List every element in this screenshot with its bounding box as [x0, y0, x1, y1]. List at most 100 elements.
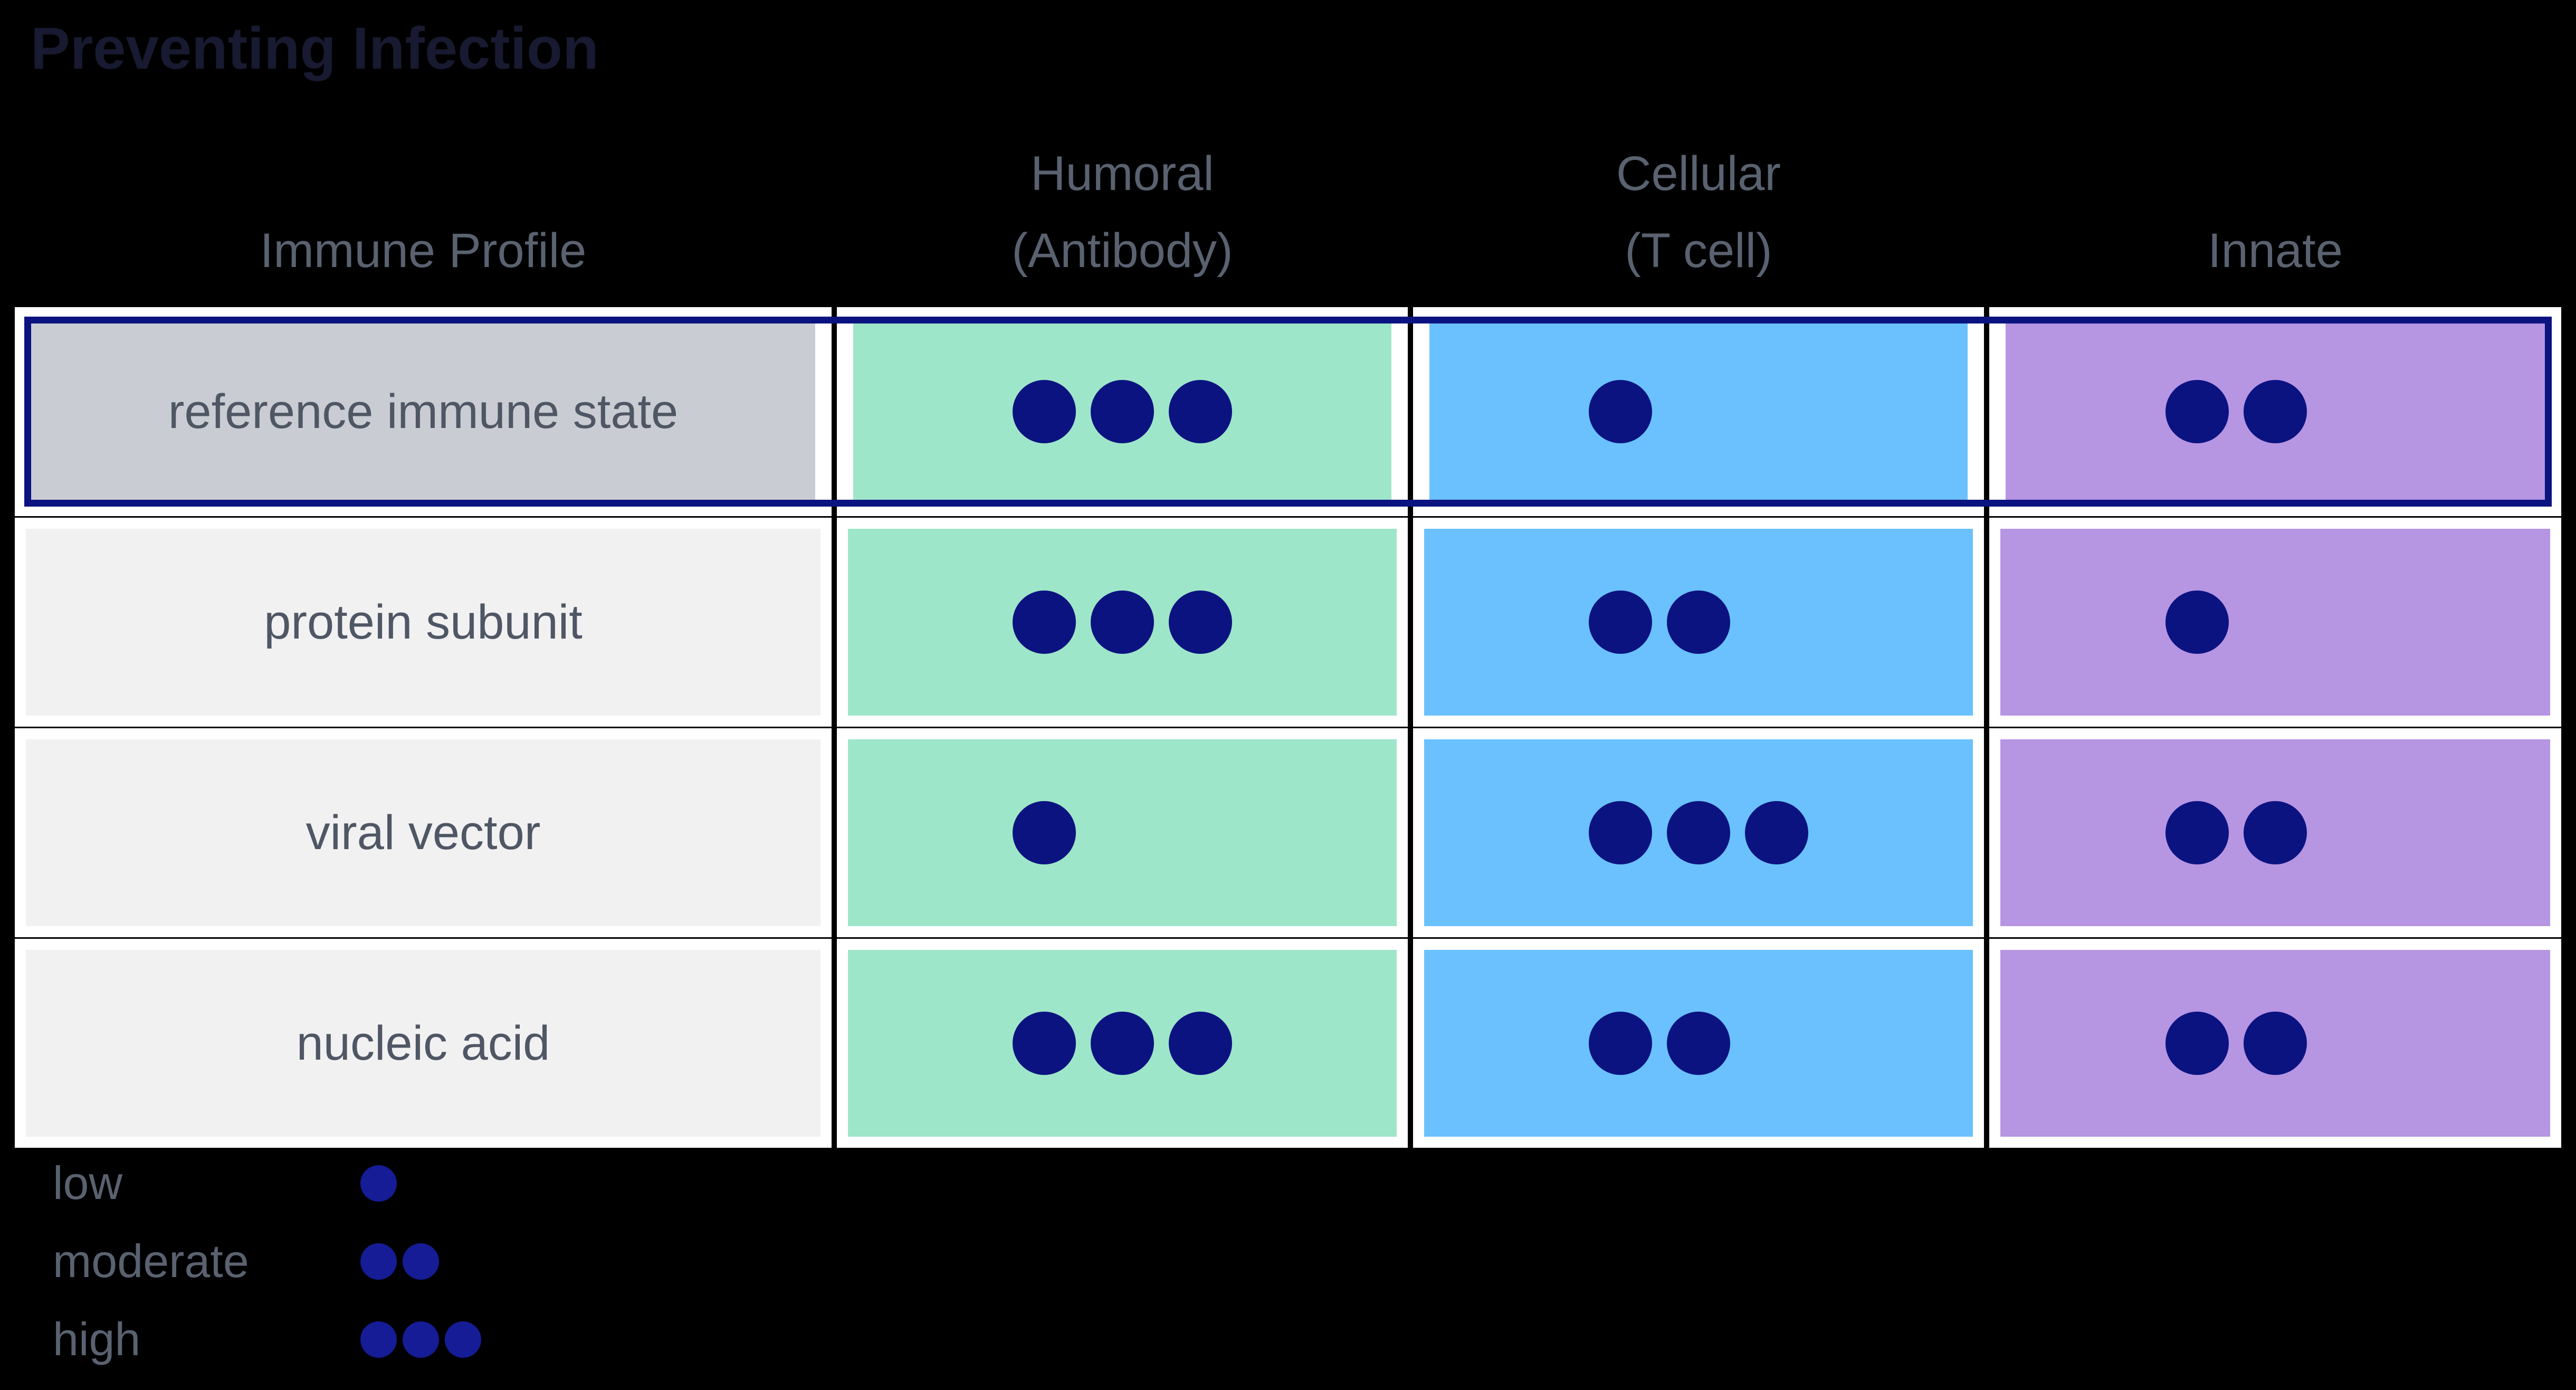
dot-cell-fill	[848, 950, 1397, 1137]
row-label: viral vector	[306, 805, 541, 860]
rating-dots	[1589, 591, 1808, 654]
column-header-text: Humoral	[1031, 147, 1214, 201]
legend-dot	[360, 1321, 397, 1358]
rating-dot	[1169, 380, 1232, 443]
rating-dot	[1013, 591, 1076, 654]
dot-cell-innate	[1989, 307, 2561, 516]
rating-dots	[1013, 1012, 1232, 1075]
dot-cell-fill	[2006, 323, 2545, 500]
column-header-subtext: (Antibody)	[1012, 224, 1233, 278]
immune-profile-table: reference immune state protein subunit vir…	[15, 307, 2561, 1148]
rating-dots	[1589, 380, 1808, 443]
legend-label: moderate	[53, 1235, 249, 1287]
column-header-text: Innate	[2208, 224, 2343, 278]
rating-dot	[1013, 1012, 1076, 1075]
dot-cell-humoral	[837, 728, 1408, 937]
dot-cell-fill	[1429, 323, 1968, 500]
rating-dot	[2165, 380, 2229, 443]
rating-dot	[1745, 801, 1808, 864]
dot-cell-fill	[2000, 739, 2550, 926]
dot-cell-cellular	[1413, 728, 1984, 937]
dot-cell-humoral	[837, 518, 1408, 727]
column-header-subtext: (T cell)	[1625, 224, 1772, 278]
rating-dots	[2165, 1012, 2385, 1075]
dot-cell-cellular	[1413, 307, 1984, 516]
row-label: reference immune state	[168, 384, 679, 439]
row-label-cell-fill: viral vector	[26, 739, 820, 926]
figure-title: Preventing Infection	[31, 15, 599, 81]
dot-cell-cellular	[1413, 939, 1984, 1148]
dot-cell-fill	[848, 529, 1397, 716]
rating-dot	[1169, 1012, 1232, 1075]
legend-item-high: high	[53, 1300, 481, 1378]
rating-dot	[1589, 1012, 1652, 1075]
dot-cell-fill	[2000, 529, 2550, 716]
rating-dots	[1013, 591, 1232, 654]
dot-cell-innate	[1989, 728, 2561, 937]
rating-dot	[1667, 801, 1730, 864]
rating-dot	[1589, 801, 1652, 864]
rating-dot	[2244, 1012, 2307, 1075]
rating-dot	[1013, 380, 1076, 443]
rating-dots	[2165, 591, 2385, 654]
rating-dot	[2165, 591, 2229, 654]
rating-dot	[2244, 801, 2307, 864]
dot-cell-innate	[1989, 939, 2561, 1148]
rating-dot	[1169, 591, 1232, 654]
dot-cell-cellular	[1413, 518, 1984, 727]
dot-cell-innate	[1989, 518, 2561, 727]
legend-dot	[445, 1321, 481, 1358]
rating-dot	[2244, 380, 2307, 443]
rating-dots	[1013, 380, 1232, 443]
rating-dot	[1667, 1012, 1730, 1075]
legend-dots	[360, 1165, 397, 1202]
column-header-immune-profile: Immune Profile	[15, 212, 832, 289]
legend-dot	[403, 1243, 439, 1280]
legend-dot	[403, 1321, 439, 1358]
rating-dots	[2165, 380, 2385, 443]
rating-dot	[2165, 1012, 2229, 1075]
rating-dots	[1013, 801, 1232, 864]
legend-item-low: low	[53, 1144, 481, 1222]
row-label-cell[interactable]: nucleic acid	[15, 939, 832, 1148]
rating-dot	[1013, 801, 1076, 864]
row-label-cell-fill: nucleic acid	[26, 950, 820, 1137]
legend-item-moderate: moderate	[53, 1222, 481, 1300]
rating-dots	[1589, 801, 1808, 864]
rating-dot	[1091, 380, 1154, 443]
legend-dot	[360, 1243, 397, 1280]
dot-cell-humoral	[837, 307, 1408, 516]
rating-dot	[1667, 591, 1730, 654]
row-label-cell[interactable]: viral vector	[15, 728, 832, 937]
row-label-cell[interactable]: protein subunit	[15, 518, 832, 727]
row-label: nucleic acid	[296, 1016, 550, 1070]
legend-label: high	[53, 1313, 141, 1365]
legend: low moderate high	[53, 1144, 481, 1378]
rating-dot	[2165, 801, 2229, 864]
legend-dots	[360, 1321, 481, 1358]
rating-dot	[1589, 380, 1652, 443]
column-header-text: Immune Profile	[260, 224, 587, 278]
dot-cell-fill	[1424, 739, 1973, 926]
rating-dots	[1589, 1012, 1808, 1075]
legend-dots	[360, 1243, 439, 1280]
column-header-innate: Innate	[1989, 212, 2561, 289]
row-label-cell-fill: reference immune state	[31, 323, 815, 500]
rating-dots	[2165, 801, 2385, 864]
dot-cell-fill	[848, 739, 1397, 926]
dot-cell-humoral	[837, 939, 1408, 1148]
rating-dot	[1091, 1012, 1154, 1075]
column-header-humoral: Humoral (Antibody)	[837, 135, 1408, 289]
dot-cell-fill	[1424, 529, 1973, 716]
row-label-cell[interactable]: reference immune state	[15, 307, 832, 516]
rating-dot	[1091, 591, 1154, 654]
row-label: protein subunit	[264, 595, 583, 649]
column-header-text: Cellular	[1616, 147, 1781, 201]
dot-cell-fill	[2000, 950, 2550, 1137]
rating-dot	[1589, 591, 1652, 654]
legend-label: low	[53, 1157, 123, 1209]
row-label-cell-fill: protein subunit	[26, 529, 820, 716]
dot-cell-fill	[1424, 950, 1973, 1137]
column-header-cellular: Cellular (T cell)	[1413, 135, 1984, 289]
